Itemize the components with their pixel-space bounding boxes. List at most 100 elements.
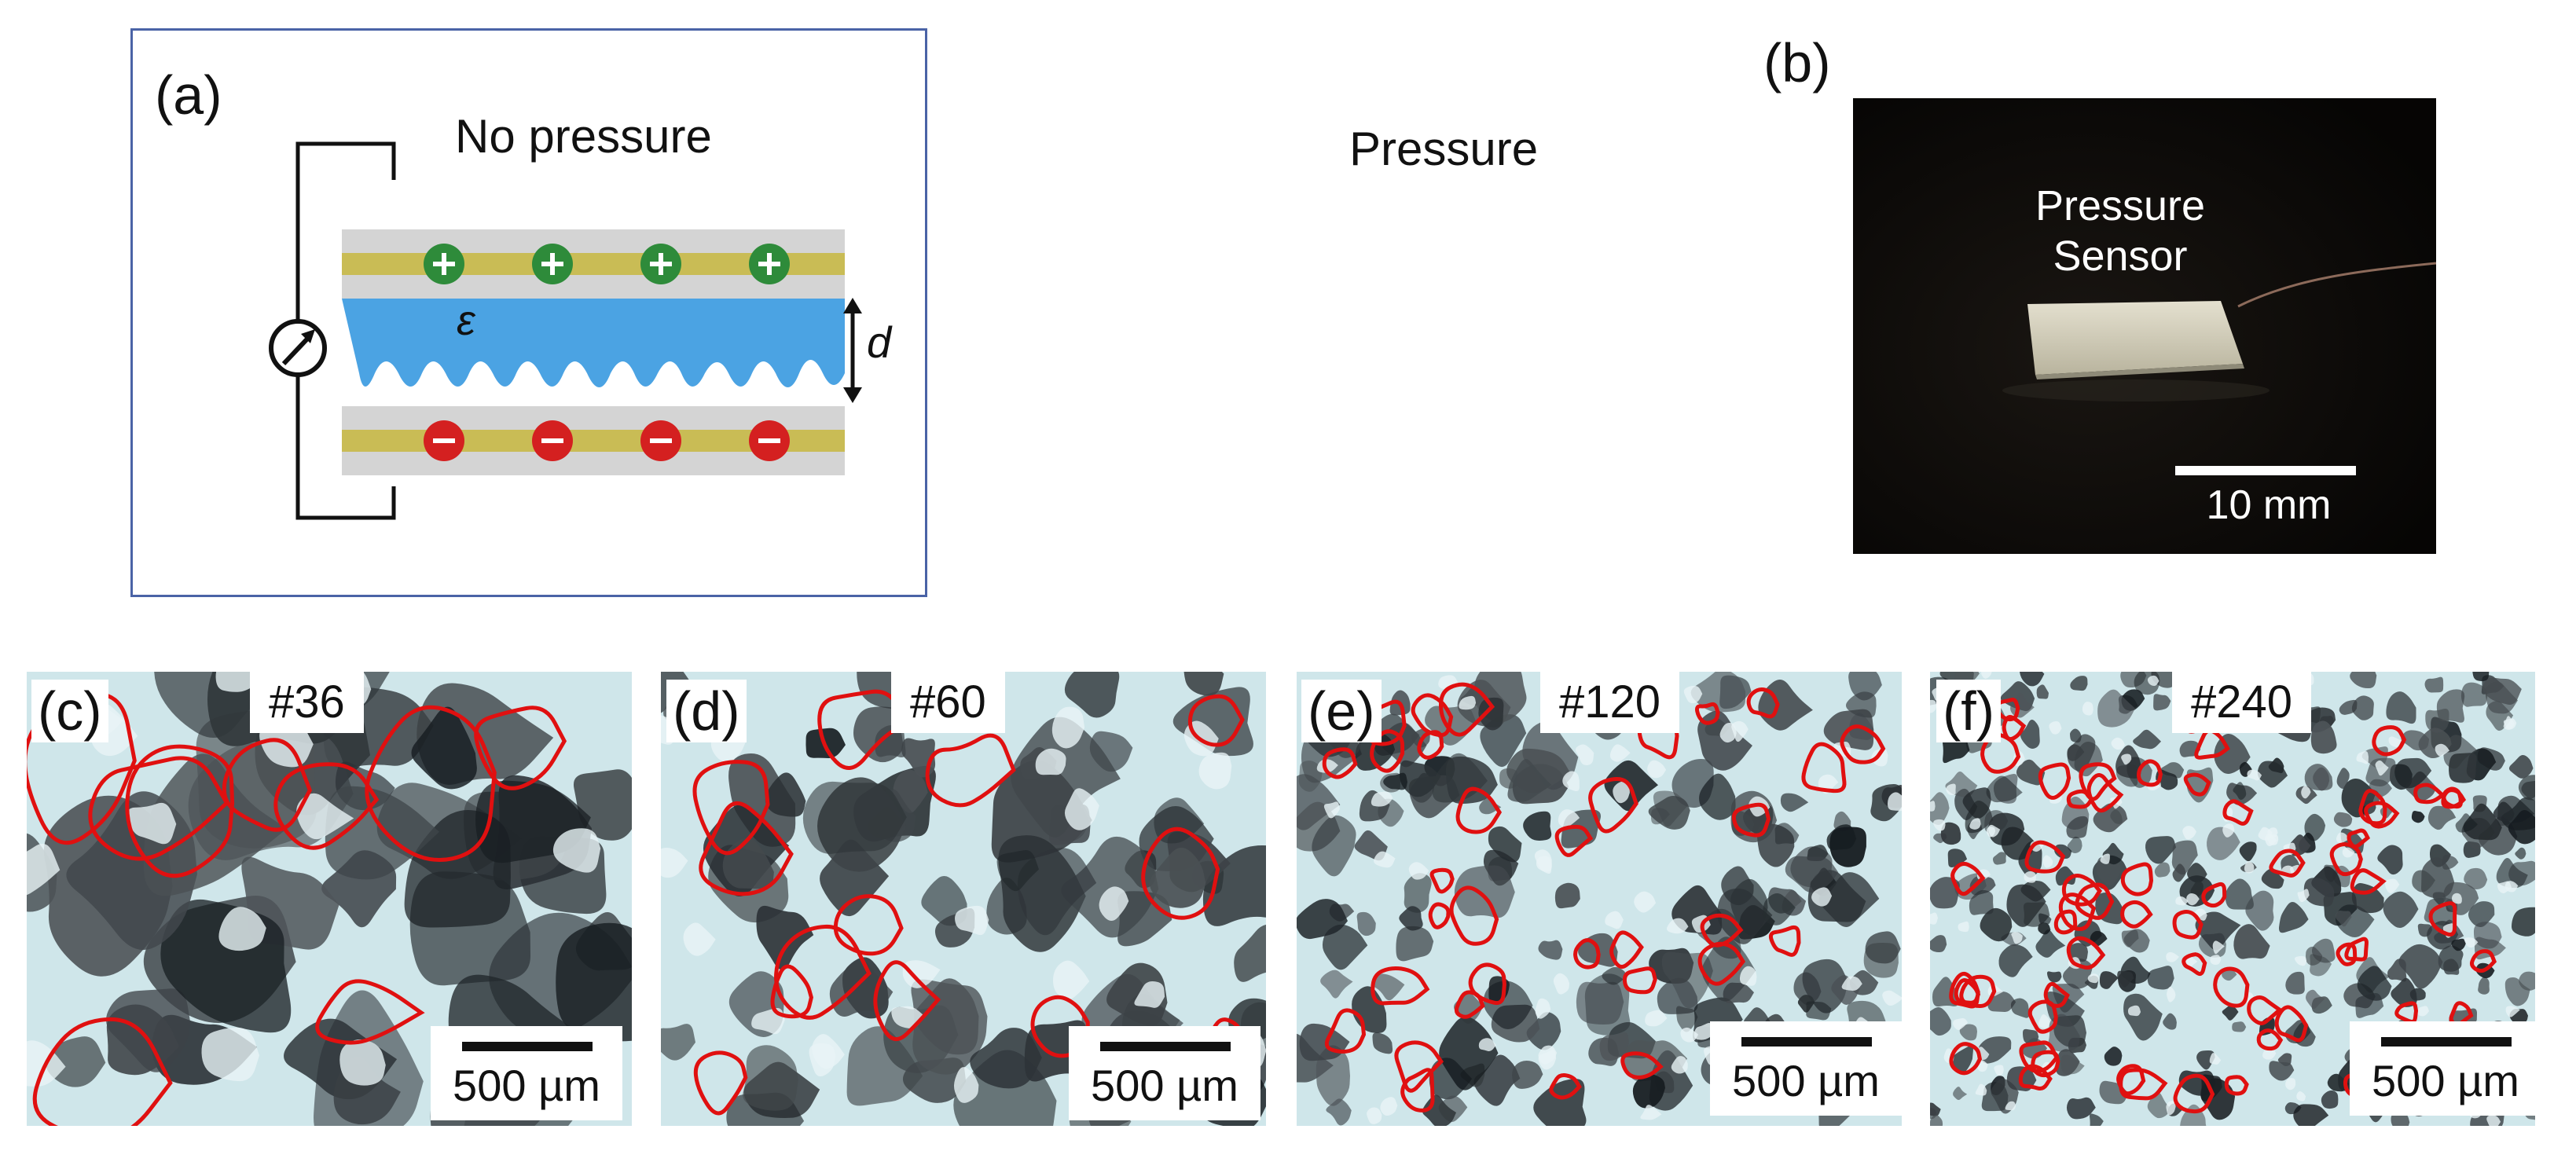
texture-highlight — [2265, 834, 2277, 847]
pore-outline — [2358, 789, 2387, 826]
texture-highlight — [2111, 737, 2125, 750]
texture-blob — [2310, 720, 2337, 754]
texture-highlight — [1562, 771, 1580, 791]
texture-highlight — [809, 1043, 836, 1077]
pore-outline — [1950, 861, 1986, 896]
texture-highlight — [661, 847, 688, 878]
pore-outline — [2469, 949, 2497, 973]
texture-blob — [2504, 977, 2530, 1006]
texture-highlight — [2082, 702, 2093, 716]
texture-highlight — [1731, 720, 1749, 742]
texture-highlight — [2212, 940, 2225, 955]
texture-blob — [2285, 971, 2305, 995]
texture-blob — [1316, 1045, 1350, 1106]
texture-highlight — [1930, 801, 1936, 812]
panel-f-label: (f) — [1936, 680, 2002, 742]
scale-label-c: 500 µm — [453, 1061, 600, 1110]
texture-blob — [2222, 1005, 2239, 1021]
scale-box-c: 500 µm — [431, 1026, 622, 1120]
texture-blob — [2455, 813, 2478, 833]
pore-outline — [1620, 1051, 1664, 1080]
pore-outline — [2347, 828, 2371, 849]
texture-highlight — [1887, 792, 1902, 812]
texture-blob — [2060, 1054, 2085, 1075]
texture-blob — [2464, 867, 2488, 889]
texture-blob — [2493, 801, 2515, 822]
texture-highlight — [2222, 823, 2235, 838]
texture-blob — [1959, 1024, 1977, 1041]
texture-highlight — [1933, 819, 1946, 831]
texture-blob — [2245, 890, 2274, 931]
pore-outline — [2247, 995, 2283, 1025]
sensor-pad — [2027, 301, 2243, 375]
texture-blob — [1806, 1001, 1832, 1021]
texture-blob — [2195, 911, 2241, 951]
texture-blob — [1980, 907, 2013, 942]
texture-blob — [2508, 810, 2535, 845]
texture-blob — [2020, 672, 2045, 687]
texture-highlight — [2175, 896, 2189, 906]
texture-highlight — [2100, 853, 2110, 864]
texture-blob — [2067, 836, 2082, 853]
texture-highlight — [1871, 748, 1888, 767]
texture-highlight — [1666, 918, 1689, 934]
texture-blob — [1183, 672, 1224, 696]
pore-outline — [1554, 824, 1594, 857]
texture-blob — [1473, 1054, 1521, 1106]
texture-blob — [2311, 938, 2336, 963]
texture-blob — [1986, 775, 2023, 803]
texture-blob — [1992, 852, 2006, 865]
texture-blob — [1940, 822, 1961, 845]
pore-outline — [125, 744, 235, 878]
pore-outline — [2442, 786, 2463, 809]
pore-outline — [1449, 885, 1499, 946]
dielectric-layer-left — [342, 299, 845, 387]
pore-outline — [833, 894, 904, 956]
texture-highlight — [2121, 753, 2132, 765]
panel-d-label: (d) — [666, 680, 747, 742]
texture-blob — [2424, 676, 2444, 693]
texture-highlight — [296, 793, 354, 840]
texture-blob — [2425, 708, 2449, 733]
texture-highlight — [2147, 675, 2160, 687]
pore-outline — [1959, 974, 1997, 1009]
texture-blob — [911, 979, 988, 1075]
texture-highlight — [2503, 716, 2515, 731]
texture-highlight — [1198, 752, 1232, 790]
sensor-photo-art — [1853, 98, 2436, 554]
texture-blob — [2394, 757, 2432, 789]
texture-blob — [1998, 944, 2033, 977]
texture-blob — [1818, 872, 1880, 927]
texture-highlight — [1953, 1017, 1969, 1030]
texture-blob — [2468, 901, 2495, 927]
texture-highlight — [1553, 973, 1569, 995]
texture-blob — [1064, 672, 1120, 718]
texture-blob — [1953, 1087, 1968, 1101]
texture-highlight — [1811, 887, 1833, 907]
texture-blob — [46, 1036, 106, 1087]
texture-blob — [1930, 1115, 1943, 1126]
pore-outline — [2182, 952, 2207, 977]
pore-outline — [1700, 913, 1744, 948]
texture-blob — [765, 772, 806, 817]
texture-highlight — [1981, 672, 1992, 679]
texture-blob — [2508, 755, 2534, 779]
scale-label-b: 10 mm — [2206, 482, 2332, 528]
texture-blob — [2054, 844, 2072, 860]
texture-blob — [2427, 805, 2457, 830]
pore-outline — [770, 964, 813, 1019]
texture-highlight — [2375, 760, 2389, 776]
sensor-lead-wire — [2237, 262, 2436, 308]
texture-highlight — [1323, 801, 1340, 819]
texture-blob — [2512, 907, 2535, 937]
texture-highlight — [2182, 826, 2196, 840]
texture-blob — [1383, 772, 1407, 790]
texture-highlight — [2038, 1014, 2050, 1028]
pore-outline — [2449, 1001, 2474, 1027]
distance-label: d — [867, 317, 892, 367]
texture-highlight — [1538, 1045, 1558, 1065]
texture-blob — [820, 839, 890, 917]
texture-highlight — [2296, 1091, 2306, 1102]
texture-blob — [2386, 691, 2416, 724]
texture-highlight — [1367, 1107, 1382, 1124]
